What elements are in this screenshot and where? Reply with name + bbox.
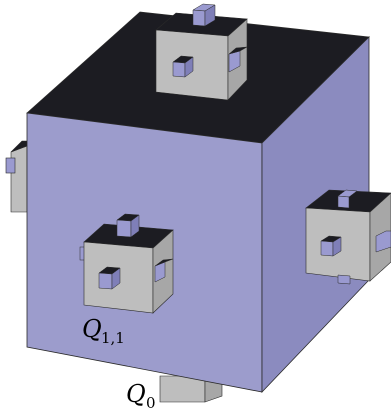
label-q11-main: Q	[82, 315, 102, 343]
label-q11-sub: 1,1	[101, 329, 125, 347]
top-small-cube-knob-side	[204, 4, 216, 27]
right-small-cube	[305, 189, 391, 285]
top-small-cube-front-knob-front	[172, 61, 186, 78]
label-q0-main: Q	[126, 380, 146, 408]
front-small-cube-knob-side	[130, 214, 140, 238]
right-small-cube-knob-front	[337, 195, 350, 209]
top-small-cube	[155, 3, 248, 101]
label-q0: Q 0	[126, 380, 156, 409]
label-q0-sub: 0	[146, 394, 156, 409]
top-small-cube-front-knob-side	[184, 56, 194, 78]
front-small-cube-side-knob-top	[154, 258, 174, 267]
left-small-cube-front	[10, 145, 28, 213]
front-small-cube-front-knob-front	[98, 272, 113, 290]
label-q11: Q 1,1	[82, 315, 125, 347]
top-small-cube-side-knob-top	[228, 46, 248, 55]
front-small-cube-knob-front	[116, 219, 132, 238]
front-small-cube-q11	[79, 213, 174, 314]
right-small-cube-bottom-knob	[337, 274, 351, 285]
front-small-cube-front-knob-side	[111, 267, 121, 290]
right-small-cube-front-knob-side	[332, 236, 342, 257]
right-small-cube-side-knob	[375, 230, 391, 253]
top-small-cube-knob-front	[192, 9, 206, 27]
right-small-cube-front-knob-front	[320, 240, 334, 257]
left-small-cube-knob	[5, 157, 16, 174]
